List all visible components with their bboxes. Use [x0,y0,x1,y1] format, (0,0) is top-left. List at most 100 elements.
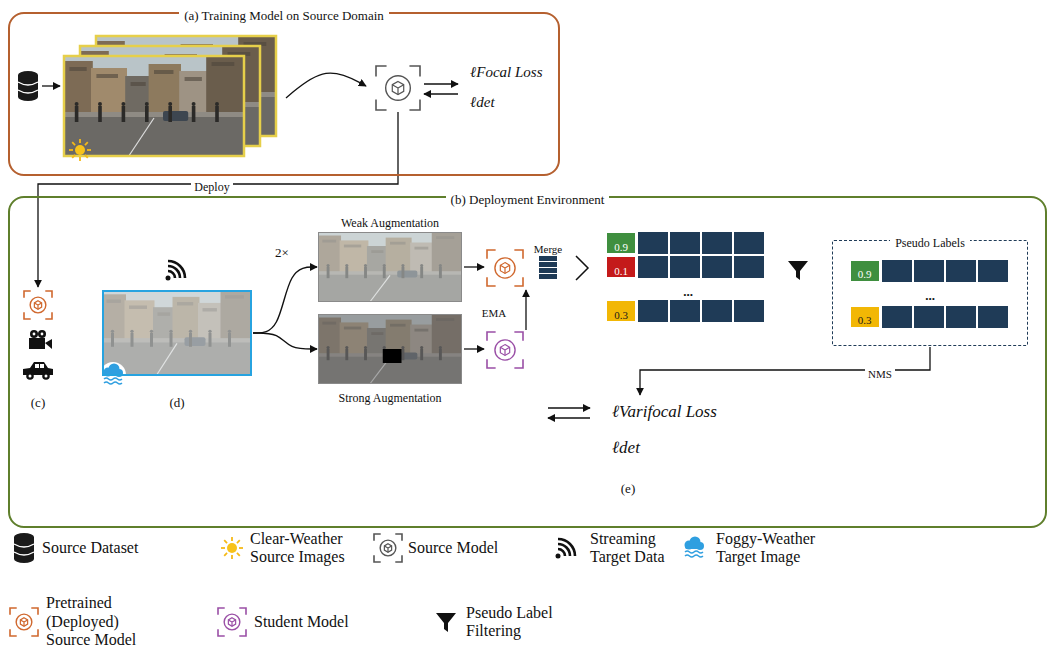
sun-ray [85,155,88,158]
score-cell: 0.9 [606,232,636,254]
pedestrian [122,106,126,122]
sun-icon [69,139,91,161]
loss-term: ℓdet [612,438,640,458]
cube-edges [228,620,235,626]
loss-exchange-arrow [548,407,590,408]
prediction-cell [670,256,700,278]
model-ring [224,614,240,630]
score-cell: 0.3 [606,300,636,322]
text-slot: 0.3 [527,305,715,323]
pedestrian-head [215,102,219,106]
model-icon [487,332,523,368]
pseudo-label-cell [978,260,1008,282]
image-frame: Weak Augmentation [318,232,462,302]
image-frame: Strong Augmentation [318,314,462,384]
corner-bracket [514,277,523,286]
ema-arrow [525,290,526,330]
text-slot: Strong Augmentation [239,388,541,406]
lane-line [129,118,154,156]
corner-bracket [514,250,523,259]
flow-arrow [253,267,317,333]
pseudo-label-cell [946,260,976,282]
wifi-icon [556,539,576,559]
cube-edges [34,303,41,309]
prediction-cell [638,300,668,322]
sun-ray [224,553,227,556]
legend-text: Pseudo Label Filtering [466,604,561,641]
label-slot: Deploy [191,177,232,195]
chevron [576,256,588,280]
callout-label: (e) [621,482,635,497]
prediction-cell [670,232,700,254]
car-window [35,364,39,368]
database-band [18,90,38,93]
sun-ray [79,139,81,143]
fog-ground [681,535,707,561]
car-icon [23,362,53,380]
text-slot: Weak Augmentation [239,213,541,231]
window-row [69,67,86,71]
pseudo-label-cell [978,306,1008,328]
score-cell: 0.9 [850,260,880,282]
legend-text: Student Model [254,613,349,631]
sun-disc [75,145,85,155]
model-ring [30,297,46,313]
merge-bar [539,268,557,273]
car-window [40,364,44,368]
cube-edges [500,265,509,273]
sun-ray [79,157,81,161]
model-icon [374,534,402,562]
model-ring [16,614,32,630]
legend-entry: Pseudo Label Filtering [466,604,561,641]
legend-text: Clear-Weather Source Images [250,530,362,567]
building [206,56,244,116]
ellipsis: ... [683,285,693,300]
cube-edges [500,347,509,355]
window-row [131,82,146,86]
window-row [185,77,202,81]
pseudo-label-cell [946,306,976,328]
score-cell: 0.3 [850,306,880,328]
sky [64,56,244,156]
cube-edges [392,85,403,95]
text-slot: 0.1 [527,261,715,279]
pedestrian-head [75,102,79,106]
flow-arrow [253,333,317,349]
sun-ray [72,142,75,145]
cube [500,263,509,274]
wifi-arc [168,266,180,278]
legend-entry: Foggy-Weather Target Image [716,530,826,567]
database-icon [14,533,34,563]
score-cell: 0.1 [606,256,636,278]
car-hub [45,375,48,378]
camera-reel-hub [41,333,44,336]
pedestrian-head [192,102,196,106]
callout-label: (c) [31,396,45,411]
sun-ray [72,155,75,158]
wifi-arc [168,261,185,278]
legend-entry: Pretrained (Deployed) Source Model [46,594,146,649]
label-slot: ℓdet [612,438,640,458]
wifi-arc [558,539,575,556]
label-slot: EMA [482,303,506,321]
legend-text: Pretrained (Deployed) Source Model [46,594,146,649]
score-value: 0.3 [614,309,628,322]
pseudo-label-cell [914,260,944,282]
text-slot: 0.9 [771,264,959,282]
corner-bracket [31,629,38,636]
pedestrian [145,106,149,122]
corner-bracket [239,608,246,615]
camera-reel-hub [33,333,36,336]
database-bottom [18,93,38,101]
camera-lens [45,339,52,349]
corner-bracket [31,608,38,615]
panel: (d)Weak AugmentationStrong Augmentation0… [8,196,1047,528]
database-top [14,533,34,541]
pedestrian [168,106,172,122]
cube-edges [20,620,27,626]
text-slot: 0.3 [771,310,959,328]
